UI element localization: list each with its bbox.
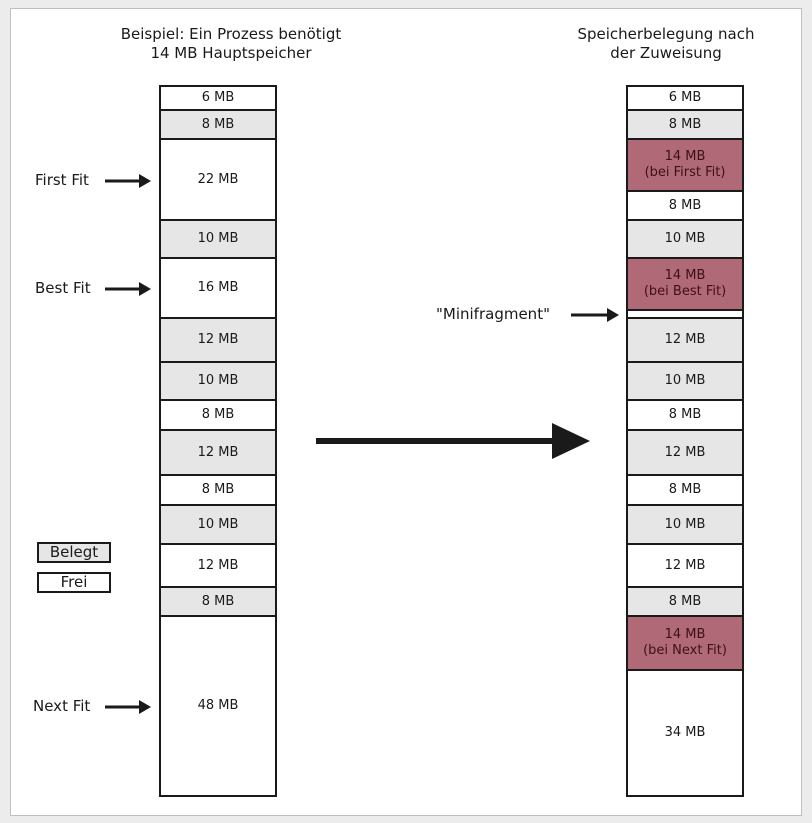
memory-after-block: 10 MB <box>628 361 742 399</box>
left-heading-line2: 14 MB Hauptspeicher <box>150 44 312 62</box>
right-heading: Speicherbelegung nach der Zuweisung <box>546 25 786 63</box>
left-heading: Beispiel: Ein Prozess benötigt 14 MB Hau… <box>81 25 381 63</box>
block-size-label: 12 MB <box>664 332 706 347</box>
block-size-label: 12 MB <box>664 444 706 460</box>
block-size-label: 8 MB <box>668 116 702 132</box>
block-size-label: 12 MB <box>664 557 706 573</box>
memory-before-block: 10 MB <box>161 504 275 543</box>
block-size-label: 8 MB <box>201 593 235 609</box>
memory-before-block: 10 MB <box>161 361 275 399</box>
block-size-label: 48 MB <box>197 698 239 713</box>
minifragment-label: "Minifragment" <box>436 305 550 323</box>
best-fit-label: Best Fit <box>35 279 91 297</box>
block-size-label: 8 MB <box>668 197 702 213</box>
block-size-label: 22 MB <box>197 171 239 187</box>
memory-after-block: 8 MB <box>628 190 742 219</box>
block-size-label: 8 MB <box>668 407 702 422</box>
legend-used: Belegt <box>37 542 111 563</box>
block-size-label: 8 MB <box>201 482 235 497</box>
memory-before-block: 12 MB <box>161 429 275 474</box>
memory-before-block: 8 MB <box>161 474 275 504</box>
block-size-label: 6 MB <box>668 90 702 105</box>
left-heading-line1: Beispiel: Ein Prozess benötigt <box>120 25 342 43</box>
block-size-label: 12 MB <box>197 444 239 460</box>
memory-after-block: 34 MB <box>628 669 742 795</box>
block-size-label: 10 MB <box>664 516 706 532</box>
memory-after-block: 14 MB(bei First Fit) <box>628 138 742 190</box>
block-strategy-label: (bei First Fit) <box>644 165 726 180</box>
memory-after-block: 14 MB(bei Best Fit) <box>628 257 742 309</box>
next-fit-arrow-icon <box>105 700 151 714</box>
block-size-label: 14 MB <box>664 627 706 642</box>
block-strategy-label: (bei Next Fit) <box>643 643 727 658</box>
memory-after-block: 8 MB <box>628 474 742 504</box>
block-size-label: 8 MB <box>201 407 235 422</box>
memory-after-block: 12 MB <box>628 543 742 586</box>
block-size-label: 10 MB <box>664 231 706 246</box>
block-strategy-label: (bei Best Fit) <box>643 284 727 299</box>
block-size-label: 8 MB <box>668 482 702 497</box>
memory-column-before: 6 MB 8 MB 22 MB 10 MB 16 MB 12 MB 10 MB 8 MB 12 … <box>159 85 277 797</box>
memory-after-block: 8 MB <box>628 586 742 615</box>
block-size-label: 16 MB <box>197 280 239 295</box>
block-size-label: 8 MB <box>668 593 702 609</box>
transition-arrow-icon <box>316 423 590 459</box>
minifragment-arrow-icon <box>571 308 619 322</box>
block-size-label: 34 MB <box>664 725 706 740</box>
first-fit-label: First Fit <box>35 171 89 189</box>
memory-after-block: 6 MB <box>628 87 742 109</box>
memory-before-block: 8 MB <box>161 586 275 615</box>
memory-after-block: 8 MB <box>628 109 742 138</box>
right-heading-line2: der Zuweisung <box>610 44 722 62</box>
memory-before-block: 12 MB <box>161 543 275 586</box>
block-size-label: 10 MB <box>197 516 239 532</box>
memory-before-block: 12 MB <box>161 317 275 361</box>
memory-after-block: 14 MB(bei Next Fit) <box>628 615 742 669</box>
block-size-label: 8 MB <box>201 116 235 132</box>
memory-after-block <box>628 309 742 317</box>
legend-free: Frei <box>37 572 111 593</box>
memory-after-block: 10 MB <box>628 504 742 543</box>
block-size-label: 12 MB <box>197 332 239 347</box>
block-size-label: 14 MB <box>664 149 706 164</box>
block-size-label: 12 MB <box>197 557 239 573</box>
block-size-label: 10 MB <box>197 373 239 388</box>
next-fit-label: Next Fit <box>33 697 91 715</box>
memory-after-block: 12 MB <box>628 429 742 474</box>
block-size-label: 10 MB <box>664 373 706 388</box>
memory-before-block: 10 MB <box>161 219 275 257</box>
memory-after-block: 10 MB <box>628 219 742 257</box>
memory-before-block: 8 MB <box>161 399 275 429</box>
best-fit-arrow-icon <box>105 282 151 296</box>
memory-before-block: 22 MB <box>161 138 275 219</box>
right-heading-line1: Speicherbelegung nach <box>577 25 755 43</box>
block-size-label: 14 MB <box>664 268 706 283</box>
diagram-frame: Beispiel: Ein Prozess benötigt 14 MB Hau… <box>10 8 802 816</box>
memory-before-block: 8 MB <box>161 109 275 138</box>
block-size-label: 10 MB <box>197 231 239 246</box>
memory-before-block: 6 MB <box>161 87 275 109</box>
memory-before-block: 48 MB <box>161 615 275 795</box>
memory-after-block: 8 MB <box>628 399 742 429</box>
first-fit-arrow-icon <box>105 174 151 188</box>
memory-after-block: 12 MB <box>628 317 742 361</box>
block-size-label: 6 MB <box>201 90 235 105</box>
memory-before-block: 16 MB <box>161 257 275 317</box>
